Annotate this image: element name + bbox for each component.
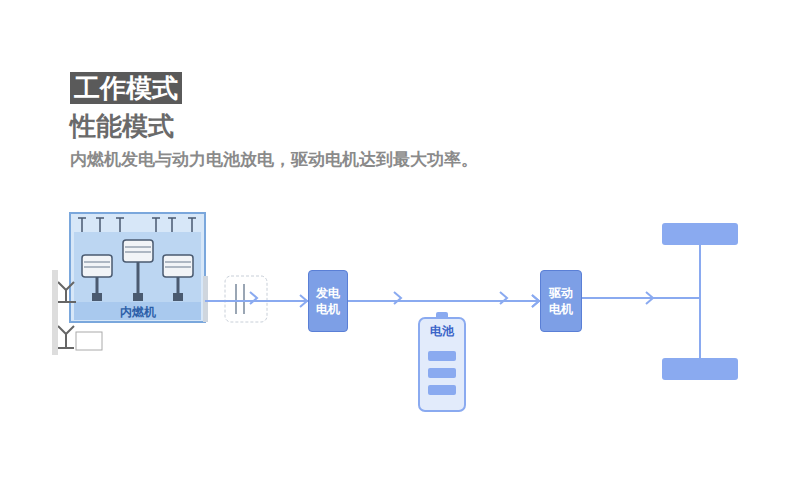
drive-shaft: [582, 297, 700, 299]
wheel: [662, 358, 738, 380]
motor-box: 发电电机: [308, 270, 348, 332]
clutch: [225, 276, 267, 322]
battery-cell: [428, 368, 456, 378]
mode-title: 工作模式: [70, 72, 182, 104]
engine-block: [74, 232, 201, 302]
flow-chevrons: [250, 292, 507, 304]
battery-cell: [428, 351, 456, 361]
battery-cell: [428, 385, 456, 395]
flow-line: [466, 300, 540, 302]
mode-caption: 内燃机发电与动力电池放电，驱动电机达到最大功率。: [70, 148, 478, 170]
axle: [699, 240, 701, 364]
pulleys: [56, 282, 76, 348]
motor-box: 驱动电机: [540, 270, 582, 332]
mode-name: 性能模式: [70, 110, 174, 142]
accessory-frame: [52, 270, 58, 355]
battery-box: 电池: [418, 317, 466, 412]
flow-chevron: [646, 292, 653, 304]
node-label: 驱动电机: [548, 285, 573, 317]
clutch-plates: [236, 284, 244, 314]
engine-body: [70, 213, 205, 322]
engine-box: 内燃机: [70, 213, 205, 322]
node-label: 内燃机: [120, 304, 156, 320]
engine-outline: [70, 213, 205, 322]
accessory: [76, 332, 102, 350]
valves: [78, 218, 196, 232]
flow-line: [348, 300, 540, 302]
node-label: 电池: [430, 324, 454, 339]
battery-terminal: [436, 312, 448, 317]
pistons: [82, 240, 193, 301]
flow-line: [205, 300, 308, 302]
flywheel: [203, 276, 208, 322]
node-label: 发电电机: [315, 285, 340, 317]
wheel: [662, 223, 738, 245]
arrowhead: [300, 295, 307, 307]
engine-base: [74, 302, 201, 320]
arrowhead: [532, 295, 539, 307]
